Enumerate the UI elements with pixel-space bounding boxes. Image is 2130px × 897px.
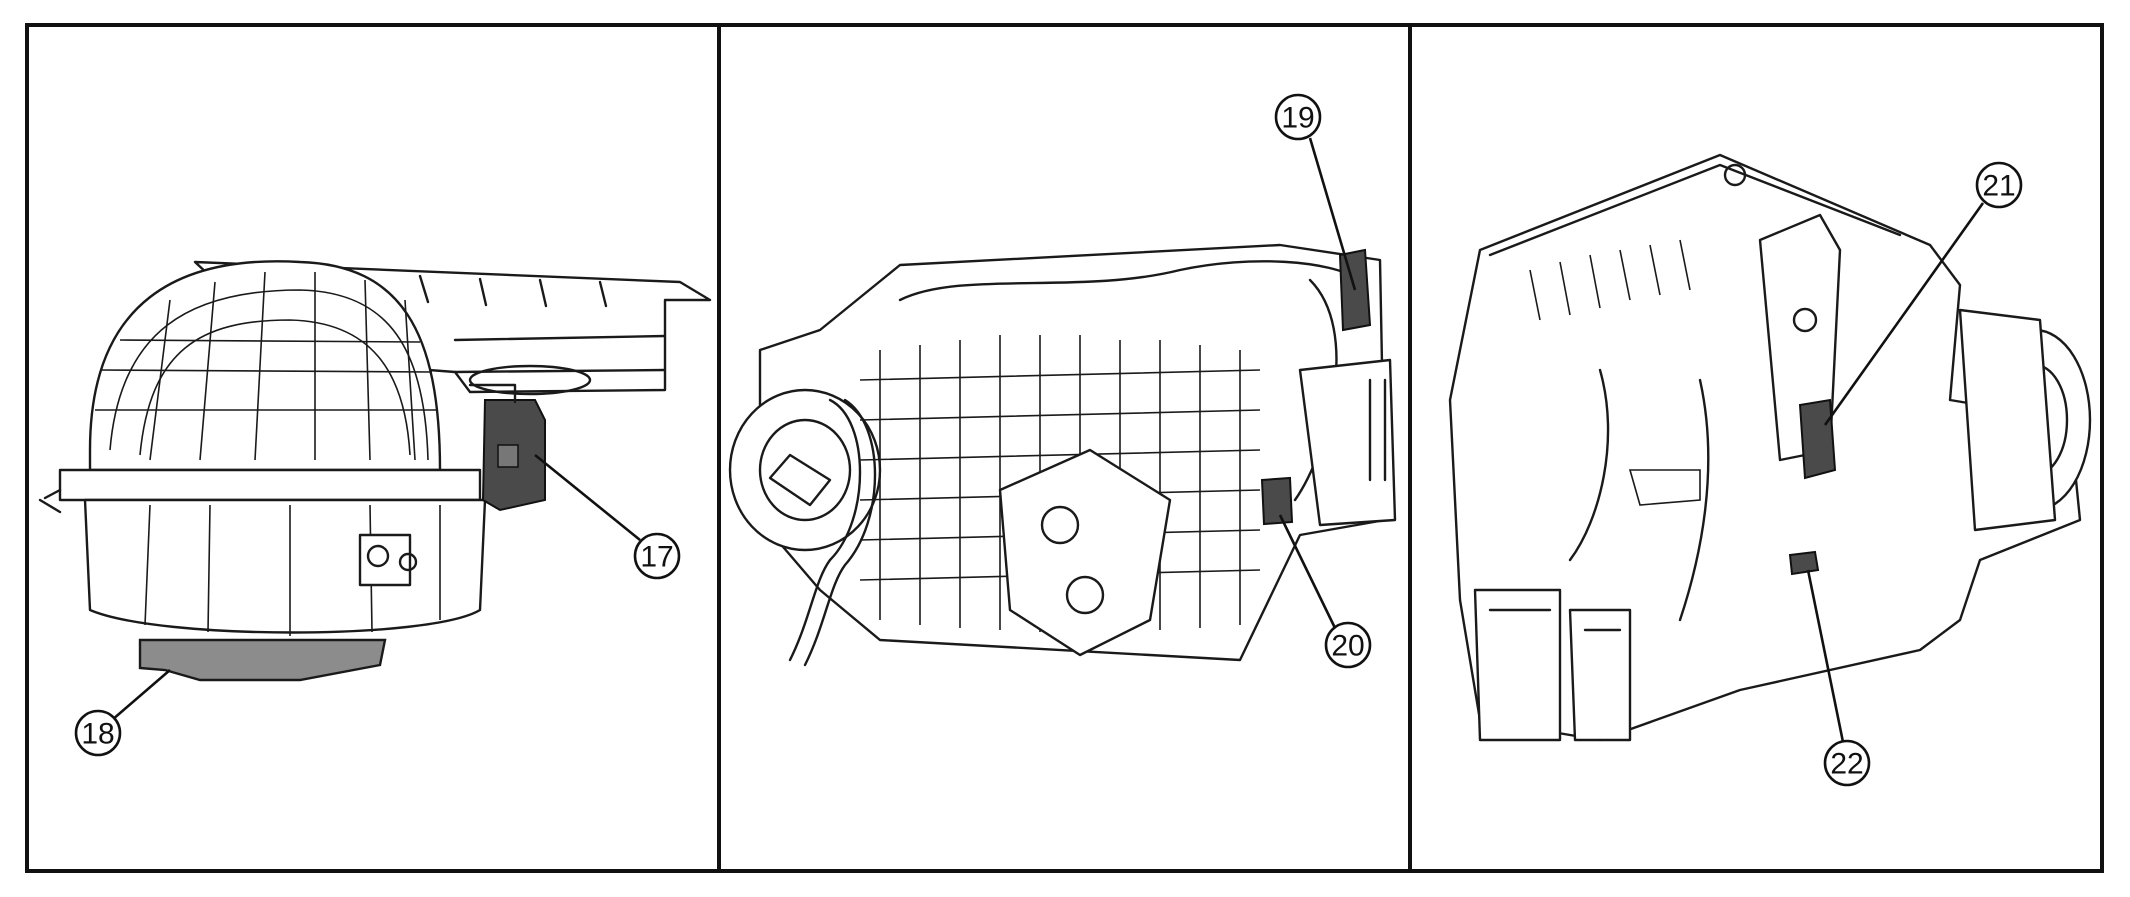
- defroster-door-actuator-part: [1798, 398, 1837, 480]
- blower-unit-illustration: [38, 260, 712, 682]
- svg-text:18: 18: [81, 718, 114, 751]
- svg-text:17: 17: [640, 541, 673, 574]
- intake-sensor-part: [1788, 550, 1820, 576]
- callout-21: 21: [1823, 161, 2023, 426]
- callout-22: 22: [1806, 569, 1871, 787]
- hvac-case-illustration: [1448, 153, 2092, 742]
- blower-motor-part: [138, 638, 387, 682]
- callout-19: 19: [1274, 93, 1357, 291]
- heater-core-unit-illustration: [728, 243, 1397, 667]
- svg-text:22: 22: [1830, 748, 1863, 781]
- callout-17: 17: [534, 453, 681, 580]
- svg-text:19: 19: [1281, 102, 1314, 135]
- air-mix-door-actuator-part: [1260, 476, 1294, 526]
- svg-text:20: 20: [1331, 630, 1364, 663]
- diagram-frame: [25, 23, 2104, 873]
- callout-20: 20: [1278, 514, 1372, 669]
- svg-text:21: 21: [1982, 170, 2015, 203]
- callout-18: 18: [74, 669, 171, 757]
